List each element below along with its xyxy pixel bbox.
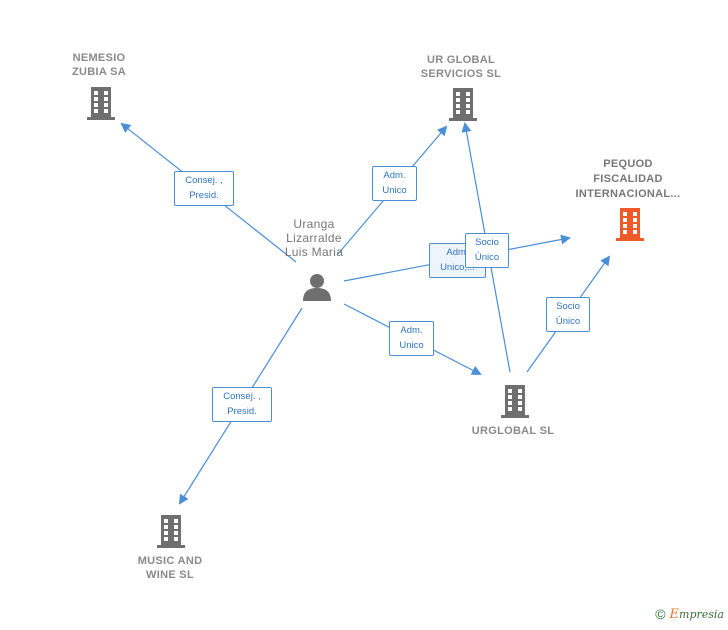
edge-label-person-urglobal-servicios[interactable]: Adm. Unico bbox=[372, 166, 417, 201]
node-person-line-3: Luis Maria bbox=[284, 245, 344, 259]
edge-label-line-2: Único bbox=[474, 252, 500, 263]
node-person-label[interactable]: Uranga Lizarralde Luis Maria bbox=[264, 217, 364, 259]
edge-label-line-1: Adm. bbox=[446, 247, 469, 258]
edge-label-line-2: Presid. bbox=[189, 190, 219, 201]
building-icon-nemesio bbox=[87, 87, 115, 120]
node-music-line-1: MUSIC AND bbox=[137, 555, 203, 567]
edge-label-line-1: Consej. , bbox=[223, 391, 261, 402]
node-pequod-line-1: PEQUOD bbox=[603, 158, 653, 170]
edge-label-line-2: Unico bbox=[399, 340, 424, 351]
edge-label-person-urglobal[interactable]: Adm. Unico bbox=[389, 321, 434, 356]
edge-label-line-2: Unico,... bbox=[440, 262, 475, 273]
brand-logo: Empresia bbox=[670, 607, 724, 622]
node-nemesio-label[interactable]: NEMESIO ZUBIA SA bbox=[49, 51, 149, 79]
brand-rest: mpresia bbox=[679, 607, 724, 621]
edge-label-line-1: Adm. bbox=[383, 170, 406, 181]
edge-label-line-2: Presid. bbox=[227, 406, 257, 417]
edge-label-line-1: Socio bbox=[475, 237, 499, 248]
edge-label-person-nemesio[interactable]: Consej. , Presid. bbox=[174, 171, 234, 206]
node-urglobal-servicios-line-1: UR GLOBAL bbox=[426, 54, 496, 66]
node-person-line-2: Lizarralde bbox=[286, 231, 342, 245]
building-icon-music bbox=[157, 515, 185, 548]
node-nemesio-line-2: ZUBIA SA bbox=[72, 66, 126, 78]
building-icon-urglobal-servicios bbox=[449, 88, 477, 121]
node-urglobal-servicios-line-2: SERVICIOS SL bbox=[420, 68, 502, 80]
node-music-label[interactable]: MUSIC AND WINE SL bbox=[120, 554, 220, 582]
edge-label-urglobal-urglobal-servicios[interactable]: Socio Único bbox=[465, 233, 509, 268]
edge-label-line-1: Adm. bbox=[400, 325, 423, 336]
edge-label-line-2: Único bbox=[555, 316, 581, 327]
node-urglobal-label[interactable]: URGLOBAL SL bbox=[463, 424, 563, 438]
edge-label-line-1: Consej. , bbox=[185, 175, 223, 186]
edge-label-line-1: Socio bbox=[556, 301, 580, 312]
building-icon-urglobal bbox=[501, 385, 529, 418]
edge-label-line-2: Unico bbox=[382, 185, 407, 196]
node-pequod-label[interactable]: PEQUOD FISCALIDAD INTERNACIONAL... bbox=[563, 157, 693, 202]
brand-first-letter: E bbox=[669, 606, 680, 622]
node-pequod-line-2: FISCALIDAD bbox=[593, 173, 663, 185]
person-icon bbox=[303, 274, 331, 301]
building-icon-pequod bbox=[616, 208, 644, 241]
node-person-line-1: Uranga bbox=[293, 217, 335, 231]
node-urglobal-servicios-label[interactable]: UR GLOBAL SERVICIOS SL bbox=[401, 53, 521, 81]
node-pequod-line-3: INTERNACIONAL... bbox=[575, 188, 681, 200]
footer-watermark[interactable]: © Empresia bbox=[655, 606, 724, 622]
node-music-line-2: WINE SL bbox=[146, 569, 194, 581]
copyright-symbol: © bbox=[655, 606, 666, 622]
node-nemesio-line-1: NEMESIO bbox=[72, 52, 126, 64]
edge-label-urglobal-pequod[interactable]: Socio Único bbox=[546, 297, 590, 332]
node-urglobal-line-1: URGLOBAL SL bbox=[471, 425, 555, 437]
edge-label-person-music[interactable]: Consej. , Presid. bbox=[212, 387, 272, 422]
